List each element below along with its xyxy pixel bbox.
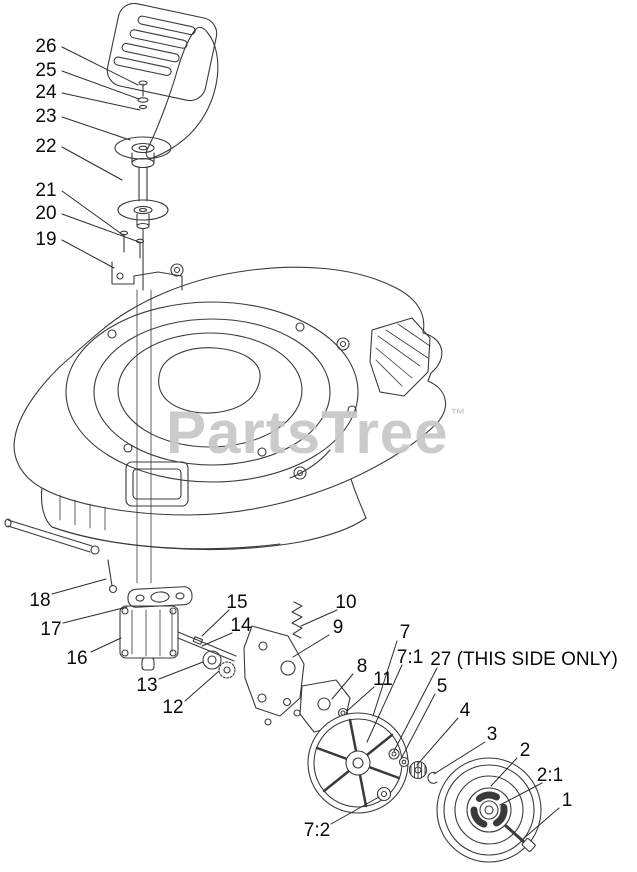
callout-5: 5 — [436, 676, 448, 697]
callout-22: 22 — [35, 136, 57, 157]
pedal-cover-drawing — [106, 2, 218, 102]
callout-4: 4 — [459, 700, 471, 721]
callout-2-1: 2:1 — [536, 765, 564, 786]
callout-16: 16 — [66, 648, 88, 669]
callout-21: 21 — [35, 180, 57, 201]
callout-13: 13 — [136, 675, 158, 696]
callout-20: 20 — [35, 203, 57, 224]
callout-26: 26 — [35, 36, 57, 57]
callout-18: 18 — [29, 590, 51, 611]
leader-lines — [51, 46, 560, 840]
callout-15: 15 — [226, 592, 248, 613]
wheel-assembly-drawing — [307, 712, 542, 863]
callout-9: 9 — [332, 617, 344, 638]
callout-19: 19 — [35, 229, 57, 250]
callout-7-1: 7:1 — [396, 647, 424, 668]
deck-drawing — [4, 266, 447, 594]
callout-7: 7 — [399, 622, 411, 643]
callout-27: 27 (THIS SIDE ONLY) — [430, 649, 618, 670]
pulley-stack-drawing — [114, 80, 172, 291]
callout-14: 14 — [230, 615, 252, 636]
callout-12: 12 — [162, 697, 184, 718]
gearbox-drawing — [119, 586, 237, 679]
callout-17: 17 — [40, 619, 62, 640]
callout-1: 1 — [561, 790, 573, 811]
bracket-drawing — [111, 261, 184, 584]
callout-25: 25 — [35, 60, 57, 81]
callout-8: 8 — [356, 656, 368, 677]
callout-11: 11 — [373, 669, 393, 690]
callout-24: 24 — [35, 82, 57, 103]
callout-3: 3 — [486, 724, 498, 745]
callout-7-2: 7:2 — [303, 820, 331, 841]
callout-10: 10 — [335, 592, 357, 613]
callout-23: 23 — [35, 106, 57, 127]
belt-drawing — [145, 26, 219, 159]
callout-2: 2 — [519, 740, 531, 761]
